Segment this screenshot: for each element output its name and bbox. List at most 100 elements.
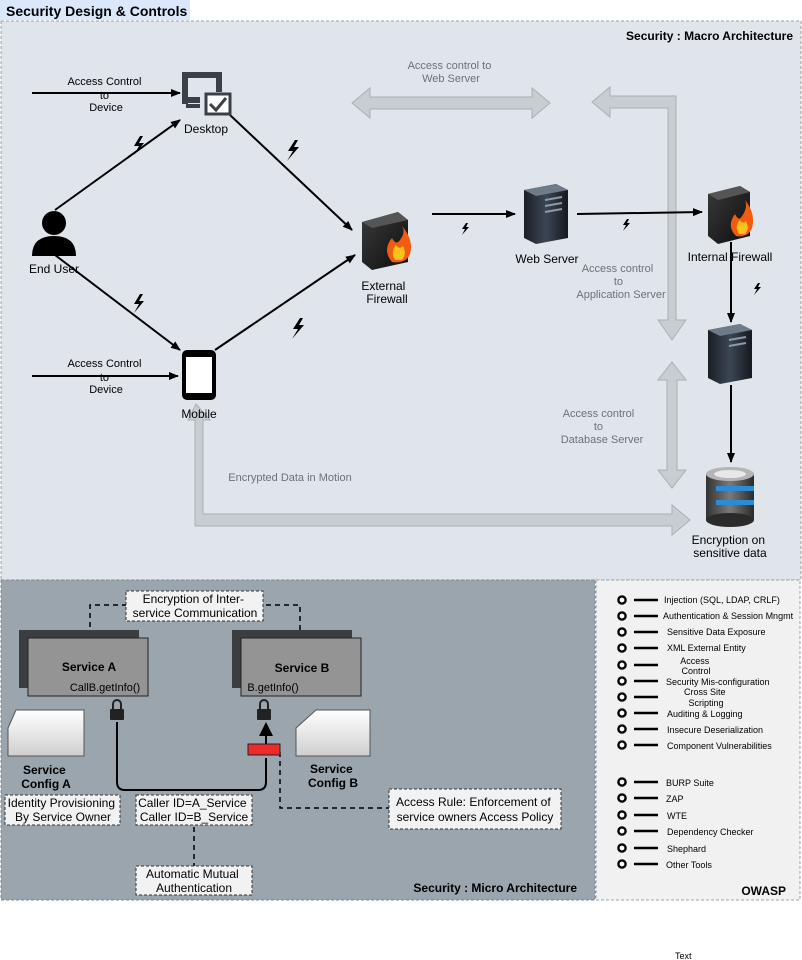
bullet-ring	[617, 724, 627, 734]
access-app-label: Access control to Application Server	[576, 263, 666, 301]
desktop-icon	[182, 72, 232, 116]
lock-icon	[110, 699, 124, 720]
mobile-icon	[182, 350, 216, 400]
lock-icon	[257, 699, 271, 720]
inter-service-encryption-note: Encryption of Inter- service Communicati…	[125, 590, 264, 622]
owasp-item: Auditing & Logging	[667, 709, 743, 719]
access-db-arrow	[656, 361, 688, 489]
identity-provisioning-note: Identity Provisioning By Service Owner	[4, 794, 121, 826]
svg-text:Access Rule: Enforcement of: Access Rule: Enforcement of service owne…	[396, 795, 554, 824]
web-server-icon	[524, 184, 568, 244]
desktop-label: Desktop	[184, 122, 228, 136]
owasp-item: Security Mis-configuration	[666, 677, 770, 687]
owasp-tool: WTE	[667, 811, 687, 821]
bullet-ring	[617, 793, 627, 803]
bullet-ring	[617, 708, 627, 718]
bullet-ring	[617, 643, 627, 653]
bullet-ring	[617, 660, 627, 670]
svg-text:Automatic Mutual Authent: Automatic Mutual Authentication	[146, 867, 242, 895]
svg-text:Caller ID=A_Service Call: Caller ID=A_Service Caller ID=B_Service	[138, 796, 250, 824]
connection-arrow-head	[259, 722, 273, 736]
bullet-ring	[617, 740, 627, 750]
access-web-arrow	[351, 86, 551, 120]
mutual-auth-note: Automatic Mutual Authentication	[135, 865, 253, 896]
access-device-bottom-label: Access Control to Device	[67, 358, 144, 396]
bullet-ring	[617, 777, 627, 787]
service-b-box	[232, 630, 362, 697]
bullet-ring	[617, 826, 627, 836]
access-rule-note: Access Rule: Enforcement of service owne…	[388, 788, 562, 830]
lightning-icons	[134, 136, 761, 339]
owasp-bullets	[617, 595, 658, 869]
owasp-item-cross-site: Cross Site Scripting	[684, 687, 728, 708]
svg-text:Encryption of Inter- ser: Encryption of Inter- service Communicati…	[133, 592, 258, 620]
service-a-box	[19, 630, 149, 697]
encryption-sensitive-label: Encryption on sensitive data	[692, 533, 769, 560]
service-b-call: B.getInfo()	[247, 682, 298, 694]
config-b-label: Service Config B	[308, 762, 358, 790]
title-bar	[0, 0, 190, 20]
lightning-icon	[623, 219, 630, 231]
owasp-tool: Other Tools	[666, 860, 712, 870]
owasp-item: Sensitive Data Exposure	[667, 627, 766, 637]
config-a-icon	[7, 709, 85, 757]
internal-firewall-icon	[708, 186, 754, 244]
bullet-ring	[617, 692, 627, 702]
owasp-item: Authentication & Session Mngmt	[663, 611, 794, 621]
caller-id-note: Caller ID=A_Service Caller ID=B_Service	[135, 794, 253, 826]
lightning-icon	[462, 223, 469, 235]
service-a-title: Service A	[62, 660, 117, 674]
access-db-label: Access control to Database Server	[561, 408, 644, 446]
owasp-panel	[595, 579, 801, 901]
page-title: Security Design & Controls	[6, 3, 187, 19]
user-icon	[32, 211, 76, 256]
bullet-ring	[617, 611, 627, 621]
service-a-call: CallB.getInfo()	[70, 682, 140, 694]
bullet-ring	[617, 595, 627, 605]
lightning-icon	[134, 294, 144, 313]
owasp-item: Component Vulnerabilities	[667, 741, 772, 751]
app-server-icon	[708, 324, 752, 384]
bullet-ring	[617, 676, 627, 686]
owasp-tool: Shephard	[667, 844, 706, 854]
owasp-tool: Dependency Checker	[667, 827, 754, 837]
owasp-item: Insecure Deserialization	[667, 725, 763, 735]
bullet-ring	[617, 843, 627, 853]
mobile-label: Mobile	[181, 407, 217, 421]
bullet-ring	[617, 810, 627, 820]
external-firewall-label: External Firewall	[361, 279, 408, 306]
owasp-item: Injection (SQL, LDAP, CRLF)	[664, 595, 780, 605]
access-app-arrow	[591, 85, 687, 341]
owasp-heading: OWASP	[741, 884, 786, 898]
owasp-list: Injection (SQL, LDAP, CRLF) Authenticati…	[663, 595, 794, 870]
lightning-icon	[754, 283, 761, 295]
gray-arrows	[187, 85, 691, 537]
web-server-label: Web Server	[515, 252, 578, 266]
flow-arrows	[32, 89, 735, 463]
end-user-label: End User	[29, 262, 79, 276]
lightning-icon	[287, 140, 299, 161]
svg-text:Identity Provisioning By: Identity Provisioning By Service Owner	[8, 796, 119, 824]
database-icon	[706, 467, 754, 527]
service-connection-line	[116, 722, 267, 791]
config-b-icon	[295, 709, 371, 757]
encrypted-motion-label: Encrypted Data in Motion	[228, 472, 352, 484]
macro-heading: Security : Macro Architecture	[626, 29, 793, 43]
owasp-item-access-control: Access Control	[680, 656, 712, 676]
access-device-top-label: Access Control to Device	[67, 76, 144, 114]
encrypted-motion-arrow	[187, 403, 691, 537]
external-firewall-icon	[362, 212, 411, 270]
lightning-icon	[292, 318, 304, 339]
lightning-icon	[134, 136, 144, 155]
service-b-title: Service B	[275, 661, 330, 675]
owasp-tool: ZAP	[666, 794, 684, 804]
owasp-item: XML External Entity	[667, 643, 746, 653]
bullet-ring	[617, 859, 627, 869]
internal-firewall-label: Internal Firewall	[688, 250, 773, 264]
config-a-label: Service Config A	[21, 763, 71, 791]
micro-heading: Security : Micro Architecture	[413, 881, 577, 895]
access-web-label: Access control to Web Server	[408, 60, 495, 85]
footer-text: Text	[675, 951, 692, 960]
policy-enforcement-marker	[247, 743, 281, 756]
